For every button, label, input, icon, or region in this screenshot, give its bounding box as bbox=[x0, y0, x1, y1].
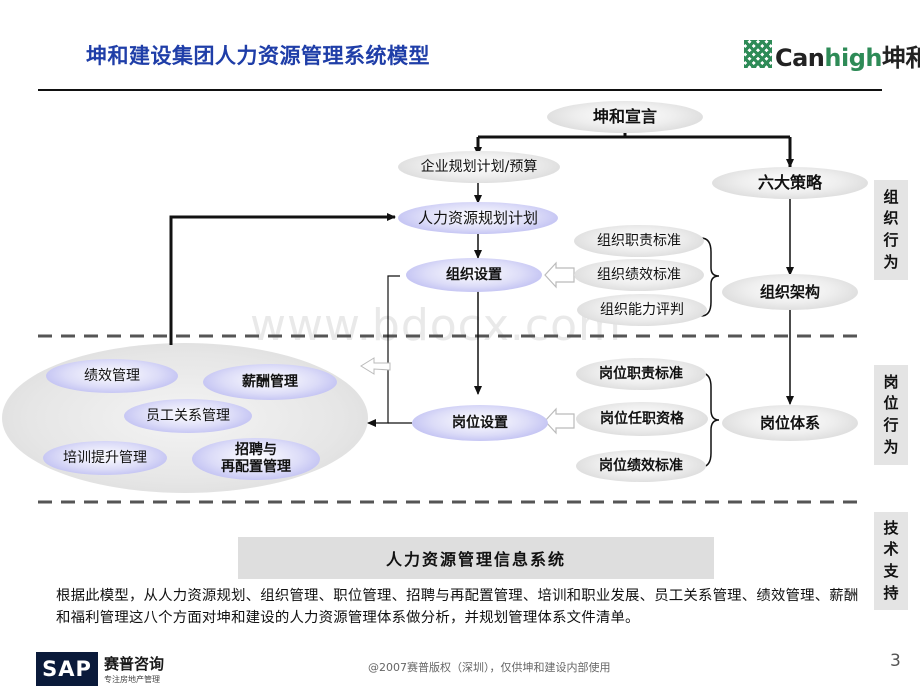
hr-info-system-box: 人力资源管理信息系统 bbox=[238, 537, 714, 579]
node-org-performance-standard: 组织绩效标准 bbox=[574, 259, 704, 291]
node-six-strategies: 六大策略 bbox=[712, 167, 868, 199]
node-declaration: 坤和宣言 bbox=[547, 101, 703, 133]
logo-grid-icon bbox=[744, 40, 772, 68]
side-label-org-behavior: 组织行为 bbox=[874, 180, 908, 280]
description-text: 根据此模型，从人力资源规划、组织管理、职位管理、招聘与再配置管理、培训和职业发展… bbox=[56, 588, 859, 626]
sap-logo-cn: 赛普咨询 bbox=[104, 655, 165, 673]
hr-fn-performance: 绩效管理 bbox=[46, 359, 178, 393]
node-org-capability-assessment: 组织能力评判 bbox=[577, 294, 707, 326]
node-org-structure: 组织架构 bbox=[722, 274, 858, 310]
node-hr-planning: 人力资源规划计划 bbox=[398, 202, 558, 234]
watermark: www.bdocx.com bbox=[250, 300, 622, 351]
sap-logo-mark: SAP bbox=[36, 652, 98, 686]
node-post-system: 岗位体系 bbox=[722, 405, 858, 441]
node-post-setup: 岗位设置 bbox=[412, 405, 548, 441]
sap-logo-sub: 专注房地产管理 bbox=[104, 675, 160, 684]
side-label-tech-support: 技术支持 bbox=[874, 512, 908, 610]
hr-fn-compensation: 薪酬管理 bbox=[203, 364, 337, 400]
node-enterprise-plan: 企业规划计划/预算 bbox=[398, 151, 560, 183]
page-title: 坤和建设集团人力资源管理系统模型 bbox=[86, 44, 430, 68]
node-post-performance-standard: 岗位绩效标准 bbox=[576, 450, 706, 482]
side-label-post-behavior: 岗位行为 bbox=[874, 365, 908, 465]
hr-fn-recruitment: 招聘与 再配置管理 bbox=[192, 438, 320, 480]
page-number: 3 bbox=[890, 651, 901, 671]
node-org-duty-standard: 组织职责标准 bbox=[574, 225, 704, 257]
node-org-setup: 组织设置 bbox=[406, 258, 542, 292]
footer-copyright: @2007赛普版权（深圳），仅供坤和建设内部使用 bbox=[368, 661, 611, 674]
hr-fn-training: 培训提升管理 bbox=[43, 441, 167, 475]
node-post-duty-standard: 岗位职责标准 bbox=[576, 358, 706, 390]
canhigh-logo: Canhigh坤和 bbox=[744, 38, 920, 72]
logo-wordmark: Canhigh坤和 bbox=[775, 44, 920, 72]
header-divider bbox=[38, 89, 882, 91]
sap-logo: SAP 赛普咨询 专注房地产管理 bbox=[36, 652, 176, 686]
node-post-qualification: 岗位任职资格 bbox=[576, 402, 708, 436]
hr-fn-employee-relations: 员工关系管理 bbox=[124, 399, 252, 433]
